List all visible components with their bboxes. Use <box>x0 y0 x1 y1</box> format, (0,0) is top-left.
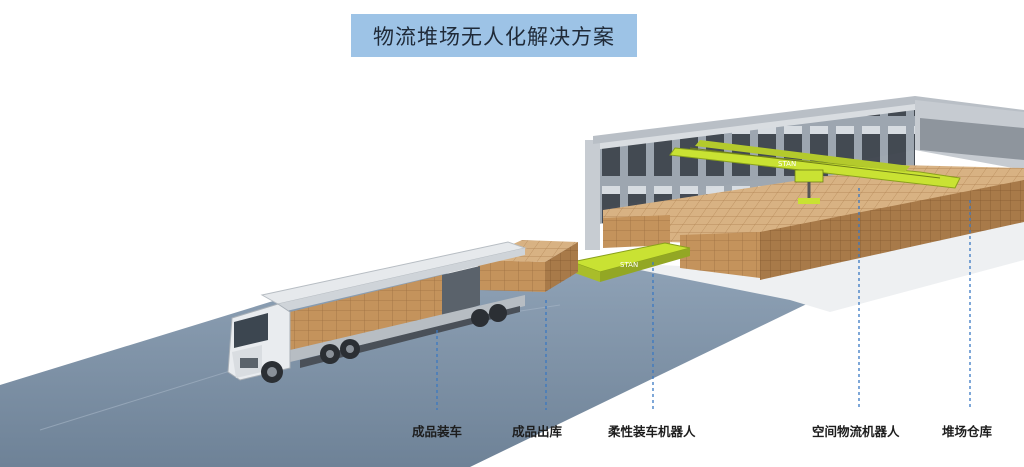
yard-boxes-front <box>603 215 670 248</box>
label-space-robot: 空间物流机器人 <box>812 424 900 439</box>
loader-brand: STAN <box>620 261 638 269</box>
label-outbound: 成品出库 <box>512 424 563 439</box>
page-title-text: 物流堆场无人化解决方案 <box>373 24 615 49</box>
callout-lines <box>436 188 971 410</box>
label-flexible-robot: 柔性装车机器人 <box>608 424 696 439</box>
page-title: 物流堆场无人化解决方案 <box>351 14 637 57</box>
warehouse-door-wall <box>593 110 915 225</box>
yard-boxes-top <box>603 165 1024 245</box>
yard-boxes-side <box>760 180 1024 280</box>
label-loading: 成品装车 <box>412 424 463 439</box>
outbound-boxes-side <box>545 242 578 292</box>
yard-boxes-front-2 <box>680 232 760 278</box>
space-logistics-robot: STAN <box>669 140 961 204</box>
warehouse-left-pillar <box>585 140 600 250</box>
warehouse-interior <box>920 118 1024 160</box>
outbound-boxes-front <box>478 260 545 292</box>
road-floor <box>0 262 815 467</box>
gantry-brand: STAN <box>778 160 796 168</box>
truck <box>227 241 527 383</box>
label-yard-warehouse: 堆场仓库 <box>942 424 993 439</box>
